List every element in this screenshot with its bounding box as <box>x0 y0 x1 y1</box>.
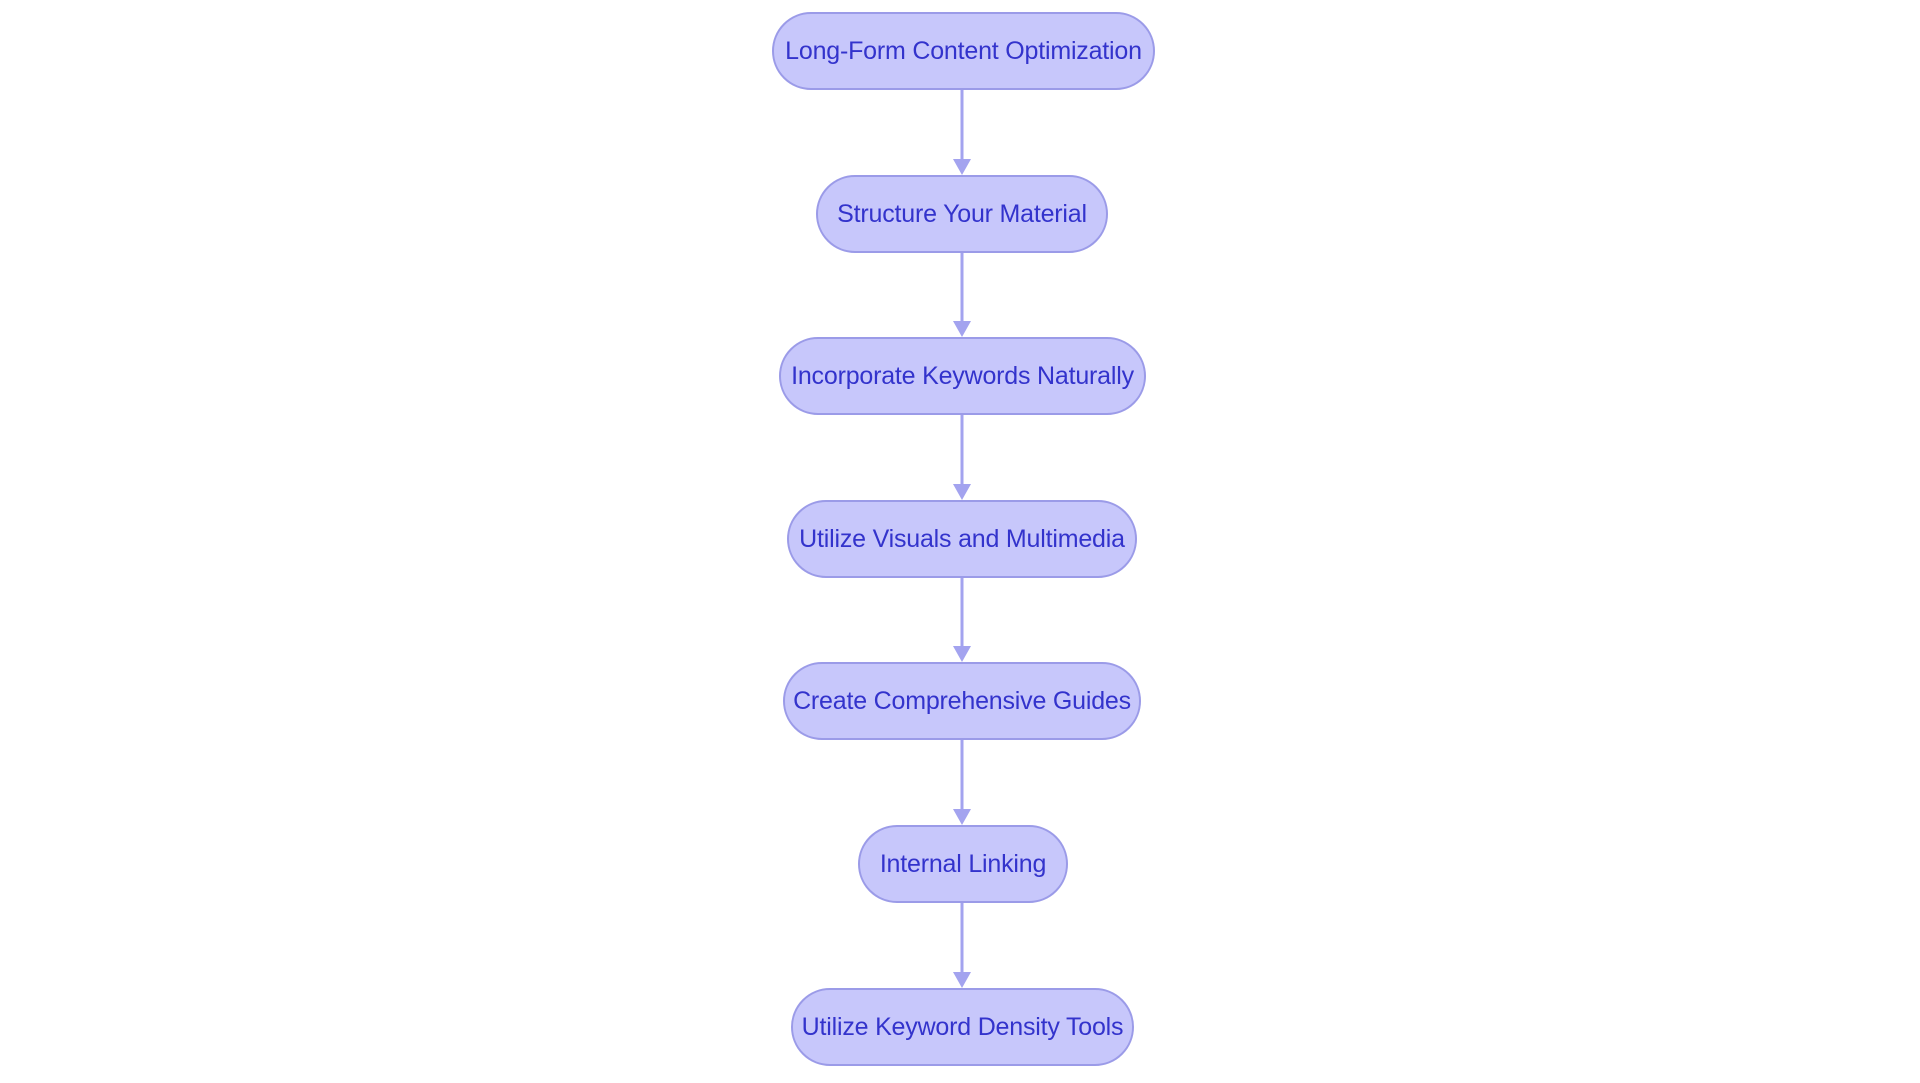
flow-node-n2[interactable]: Structure Your Material <box>816 175 1108 253</box>
flow-edge-arrowhead-icon <box>953 321 971 337</box>
flow-edge-n6-to-n7 <box>953 903 971 988</box>
flow-edge-arrowhead-icon <box>953 484 971 500</box>
flow-edge-n5-to-n6 <box>953 740 971 825</box>
flow-node-n1[interactable]: Long-Form Content Optimization <box>772 12 1155 90</box>
flow-edge-arrowhead-icon <box>953 972 971 988</box>
flow-node-label: Incorporate Keywords Naturally <box>791 361 1134 390</box>
flow-edge-n4-to-n5 <box>953 578 971 662</box>
flow-node-label: Utilize Keyword Density Tools <box>801 1012 1124 1041</box>
flow-node-n6[interactable]: Internal Linking <box>858 825 1068 903</box>
flow-edge-n1-to-n2 <box>953 90 971 175</box>
flow-node-n3[interactable]: Incorporate Keywords Naturally <box>779 337 1146 415</box>
flow-node-n4[interactable]: Utilize Visuals and Multimedia <box>787 500 1137 578</box>
flow-node-label: Create Comprehensive Guides <box>793 686 1131 715</box>
flow-edge-arrowhead-icon <box>953 646 971 662</box>
flow-node-label: Internal Linking <box>879 849 1047 878</box>
flow-node-n7[interactable]: Utilize Keyword Density Tools <box>791 988 1134 1066</box>
flow-edge-arrowhead-icon <box>953 809 971 825</box>
flow-edge-n2-to-n3 <box>953 253 971 337</box>
flow-node-label: Utilize Visuals and Multimedia <box>799 524 1125 553</box>
flow-node-n5[interactable]: Create Comprehensive Guides <box>783 662 1141 740</box>
flow-node-label: Long-Form Content Optimization <box>785 36 1142 65</box>
flow-edge-arrowhead-icon <box>953 159 971 175</box>
flow-node-label: Structure Your Material <box>837 199 1087 228</box>
flow-edge-n3-to-n4 <box>953 415 971 500</box>
